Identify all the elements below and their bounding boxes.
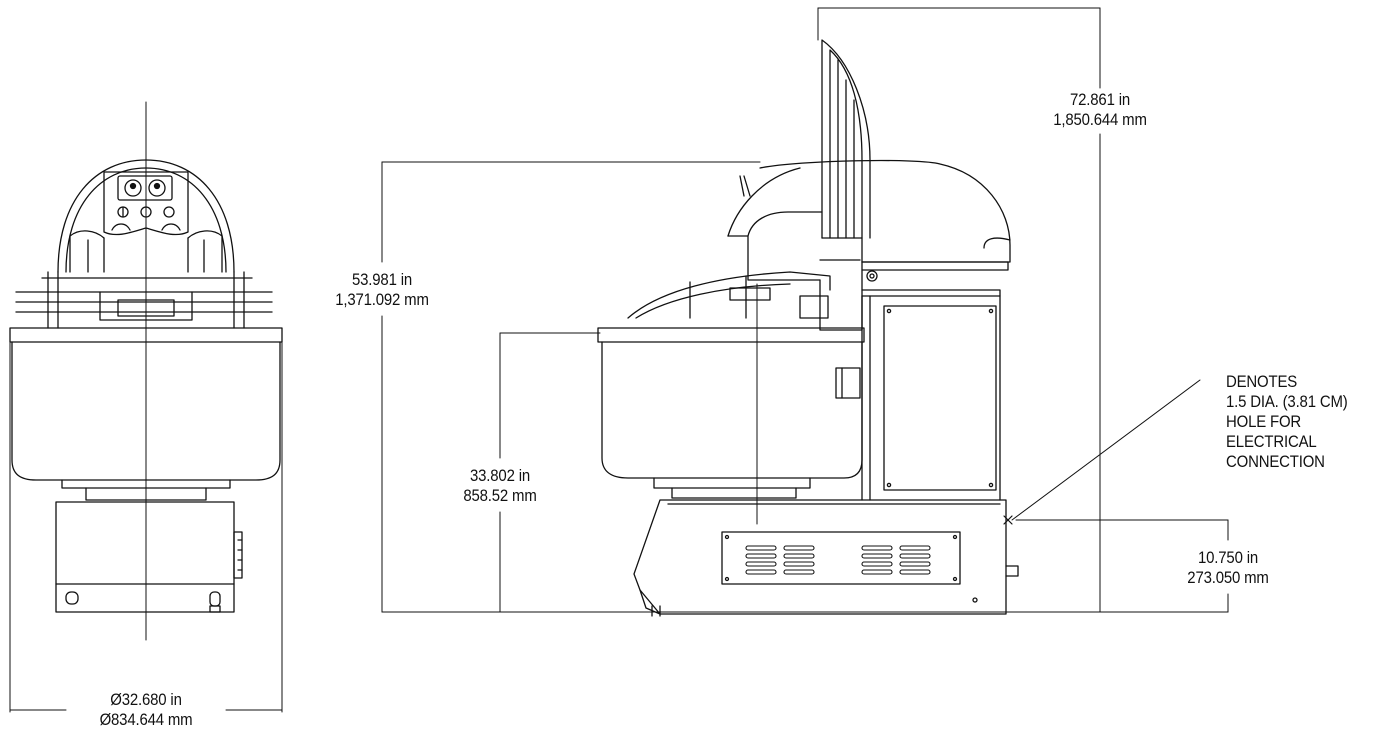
side-bowl	[597, 327, 865, 499]
note-line-1: DENOTES	[1226, 372, 1298, 391]
side-base-vent-slots	[745, 545, 931, 575]
body-height-label: 53.981 in 1,371.092 mm	[326, 270, 439, 310]
bowl-diameter-millimeters: Ø834.644 mm	[99, 710, 193, 729]
bowl-diameter-inches: Ø32.680 in	[110, 690, 182, 709]
note-line-2: 1.5 DIA. (3.81 CM)	[1226, 392, 1348, 411]
front-diameter-dimension	[9, 341, 283, 713]
hole-height-label: 10.750 in 273.050 mm	[1175, 548, 1281, 588]
overall-height-label: 72.861 in 1,850.644 mm	[1045, 90, 1154, 130]
bowl-height-inches: 33.802 in	[470, 466, 530, 485]
front-control-panel	[103, 171, 189, 236]
dimension-lines	[381, 7, 1229, 613]
side-head-housing	[727, 159, 1011, 331]
hole-height-inches: 10.750 in	[1198, 548, 1258, 567]
electrical-connection-note: DENOTES 1.5 DIA. (3.81 CM) HOLE FOR ELEC…	[1226, 372, 1348, 472]
front-view	[9, 101, 283, 713]
electrical-hole-marker	[1003, 515, 1013, 525]
bowl-diameter-label: Ø32.680 in Ø834.644 mm	[86, 690, 206, 730]
front-guard-cage	[15, 271, 273, 329]
hole-height-millimeters: 273.050 mm	[1187, 568, 1269, 587]
body-height-millimeters: 1,371.092 mm	[335, 290, 429, 309]
front-dome-outer	[57, 159, 235, 273]
side-column	[861, 295, 1001, 501]
body-height-inches: 53.981 in	[352, 270, 412, 289]
side-bowl-lid	[627, 271, 831, 319]
side-view	[597, 39, 1019, 617]
front-base	[55, 501, 243, 613]
bowl-height-millimeters: 858.52 mm	[463, 486, 537, 505]
note-line-3: HOLE FOR	[1226, 412, 1302, 431]
note-line-4: ELECTRICAL	[1226, 432, 1317, 451]
note-line-5: CONNECTION	[1226, 452, 1325, 471]
overall-height-inches: 72.861 in	[1070, 90, 1130, 109]
side-base	[633, 499, 1019, 617]
overall-height-millimeters: 1,850.644 mm	[1053, 110, 1147, 129]
note-leader-line	[1011, 379, 1201, 521]
bowl-height-label: 33.802 in 858.52 mm	[451, 466, 550, 506]
front-bowl	[9, 327, 283, 501]
side-guard-shield	[821, 39, 871, 239]
